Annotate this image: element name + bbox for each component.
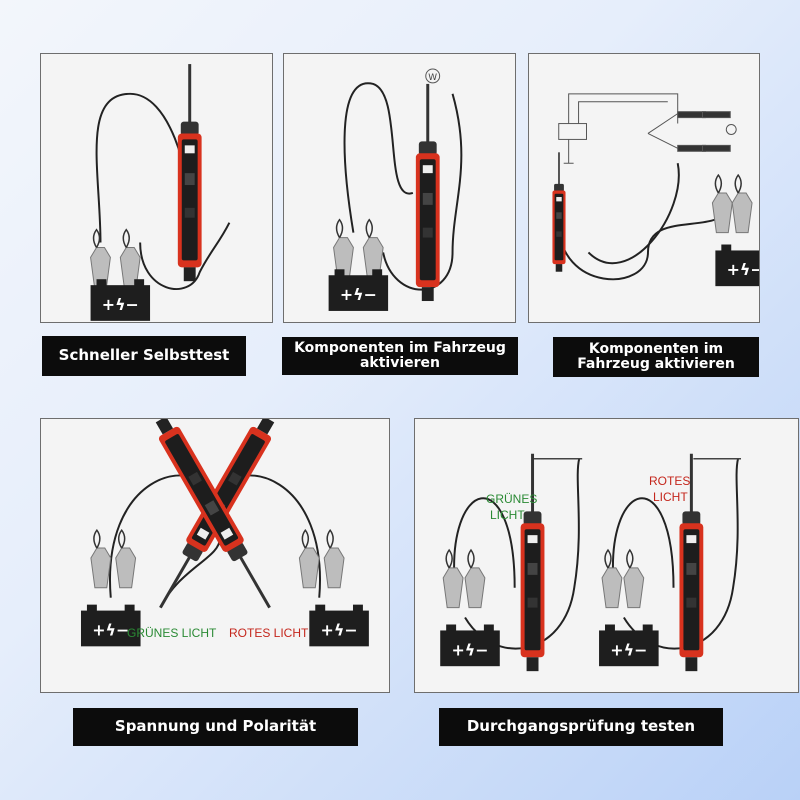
red-light-label-line-1: ROTES bbox=[649, 474, 691, 488]
battery-icon bbox=[328, 269, 389, 311]
activate-components-circuit-illustration bbox=[551, 93, 759, 287]
tester-icon bbox=[551, 151, 567, 273]
clamp-icon bbox=[464, 549, 486, 609]
battery-icon bbox=[440, 624, 500, 667]
red-light-label: ROTES LICHT bbox=[649, 474, 690, 505]
tester-icon bbox=[176, 62, 204, 283]
clamp-icon bbox=[362, 218, 384, 278]
panel-activate-components-2 bbox=[528, 53, 760, 323]
panel-quick-self-test bbox=[40, 53, 273, 323]
clamp-icon bbox=[323, 529, 345, 589]
red-light-label: ROTES LICHT bbox=[229, 626, 309, 640]
battery-icon bbox=[90, 279, 151, 321]
bulb-label: W bbox=[428, 73, 437, 83]
clamp-icon bbox=[442, 549, 464, 609]
voltage-polarity-illustration bbox=[80, 419, 369, 647]
clamp-icon bbox=[711, 174, 733, 234]
green-light-label: GRÜNES LICHT bbox=[486, 492, 537, 523]
clamp-icon bbox=[332, 218, 355, 278]
clamp-icon bbox=[119, 228, 141, 288]
clamp-icon bbox=[731, 174, 753, 234]
battery-icon bbox=[599, 624, 659, 667]
panel-activate-components-1: W bbox=[283, 53, 516, 323]
tester-icon bbox=[519, 452, 546, 673]
battery-icon bbox=[715, 244, 759, 287]
clamp-icon bbox=[601, 549, 623, 609]
tester-icon bbox=[414, 82, 442, 303]
clamp-icon bbox=[623, 549, 645, 609]
caption-continuity-test: Durchgangsprüfung testen bbox=[439, 708, 723, 746]
panel-continuity-test: GRÜNES LICHT ROTES LICHT bbox=[414, 418, 799, 693]
caption-activate-components-2: Komponenten im Fahrzeug aktivieren bbox=[553, 337, 759, 377]
activate-components-illustration: W bbox=[328, 68, 463, 311]
caption-activate-components-1: Komponenten im Fahrzeug aktivieren bbox=[282, 337, 518, 375]
self-test-illustration bbox=[89, 62, 231, 321]
clamp-icon bbox=[114, 529, 137, 589]
green-light-label-line-1: GRÜNES bbox=[486, 492, 538, 506]
panel-voltage-polarity: GRÜNES LICHT ROTES LICHT bbox=[40, 418, 390, 693]
green-light-label-line-2: LICHT bbox=[490, 507, 525, 522]
battery-icon bbox=[309, 604, 369, 647]
red-light-label-line-2: LICHT bbox=[653, 489, 688, 504]
caption-quick-self-test: Schneller Selbsttest bbox=[42, 336, 246, 376]
continuity-test-illustration bbox=[440, 452, 742, 673]
green-light-label: GRÜNES LICHT bbox=[127, 626, 217, 640]
caption-voltage-polarity: Spannung und Polarität bbox=[73, 708, 358, 746]
clamp-icon bbox=[298, 529, 320, 589]
clamp-icon bbox=[90, 529, 112, 589]
